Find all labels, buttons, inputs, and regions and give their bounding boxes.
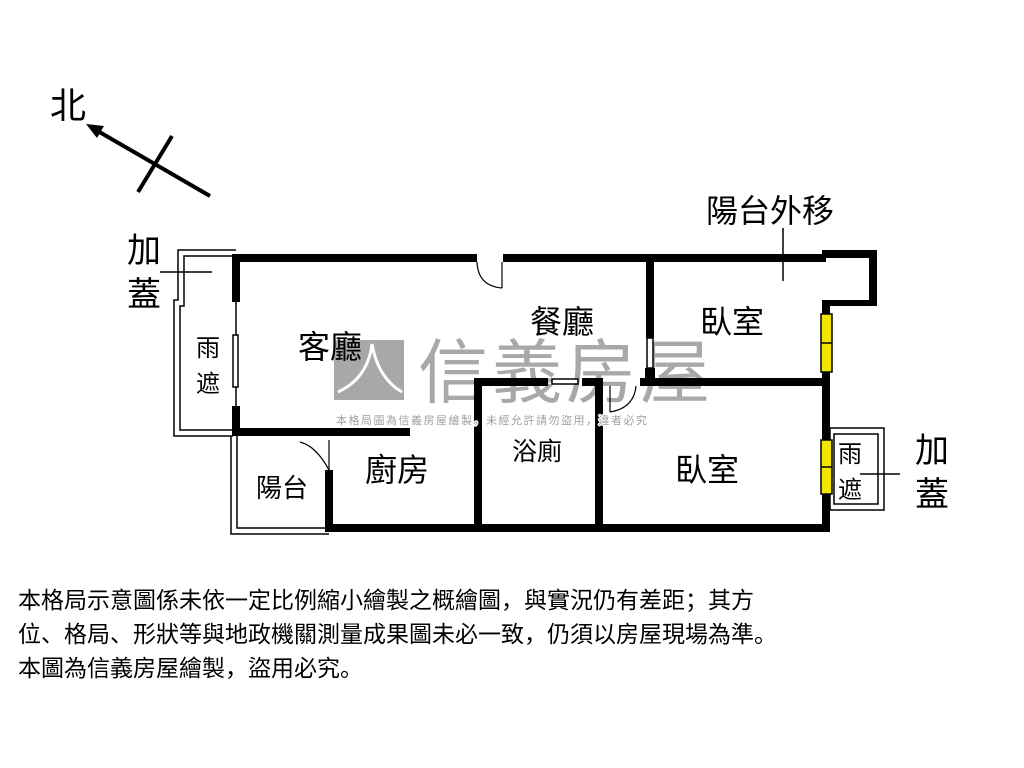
north-arrow-icon [86, 124, 212, 198]
addition-right-label-2: 蓋 [915, 475, 949, 515]
canopy-right-label-1: 雨 [838, 440, 862, 468]
balcony-outline [230, 436, 329, 535]
canopy-left-label-1: 雨 [196, 334, 220, 362]
disclaimer-line-2: 位、格局、形狀等與地政機關測量成果圖未必一致，仍須以房屋現場為準。 [18, 622, 777, 648]
addition-left-label-1: 加 [127, 231, 161, 271]
addition-left-label-2: 蓋 [127, 275, 161, 315]
canopy-left-outline [173, 249, 236, 437]
living-room-label: 客廳 [298, 328, 362, 366]
watermark-notice: 本格局圖為信義房屋繪製，未經允許請勿盜用，違者必究 [336, 413, 649, 427]
disclaimer-line-1: 本格局示意圖係未依一定比例縮小繪製之概繪圖，與實況仍有差距；其方 [18, 588, 754, 614]
balcony-label: 陽台 [256, 474, 308, 504]
brand-logo [334, 340, 404, 400]
bedroom-2-label: 臥室 [675, 451, 739, 489]
disclaimer: 本格局示意圖係未依一定比例縮小繪製之概繪圖，與實況仍有差距；其方 位、格局、形狀… [18, 584, 1008, 686]
watermark-brand: 信義房屋 [418, 332, 714, 414]
doors [299, 261, 637, 471]
leader-lines [160, 228, 900, 475]
watermark: 信義房屋 [334, 332, 714, 414]
north-label: 北 [50, 86, 86, 127]
balcony-moved-label: 陽台外移 [706, 192, 834, 230]
bathroom-label: 浴廁 [512, 437, 562, 466]
windows [232, 302, 833, 495]
disclaimer-line-3: 本圖為信義房屋繪製，盜用必究。 [18, 656, 363, 682]
bedroom-1-label: 臥室 [700, 303, 764, 341]
canopy-left-label-2: 遮 [196, 370, 220, 398]
dining-room-label: 餐廳 [530, 303, 594, 341]
addition-right-label-1: 加 [915, 431, 949, 471]
canopy-right-label-2: 遮 [838, 476, 862, 504]
kitchen-label: 廚房 [365, 451, 429, 489]
